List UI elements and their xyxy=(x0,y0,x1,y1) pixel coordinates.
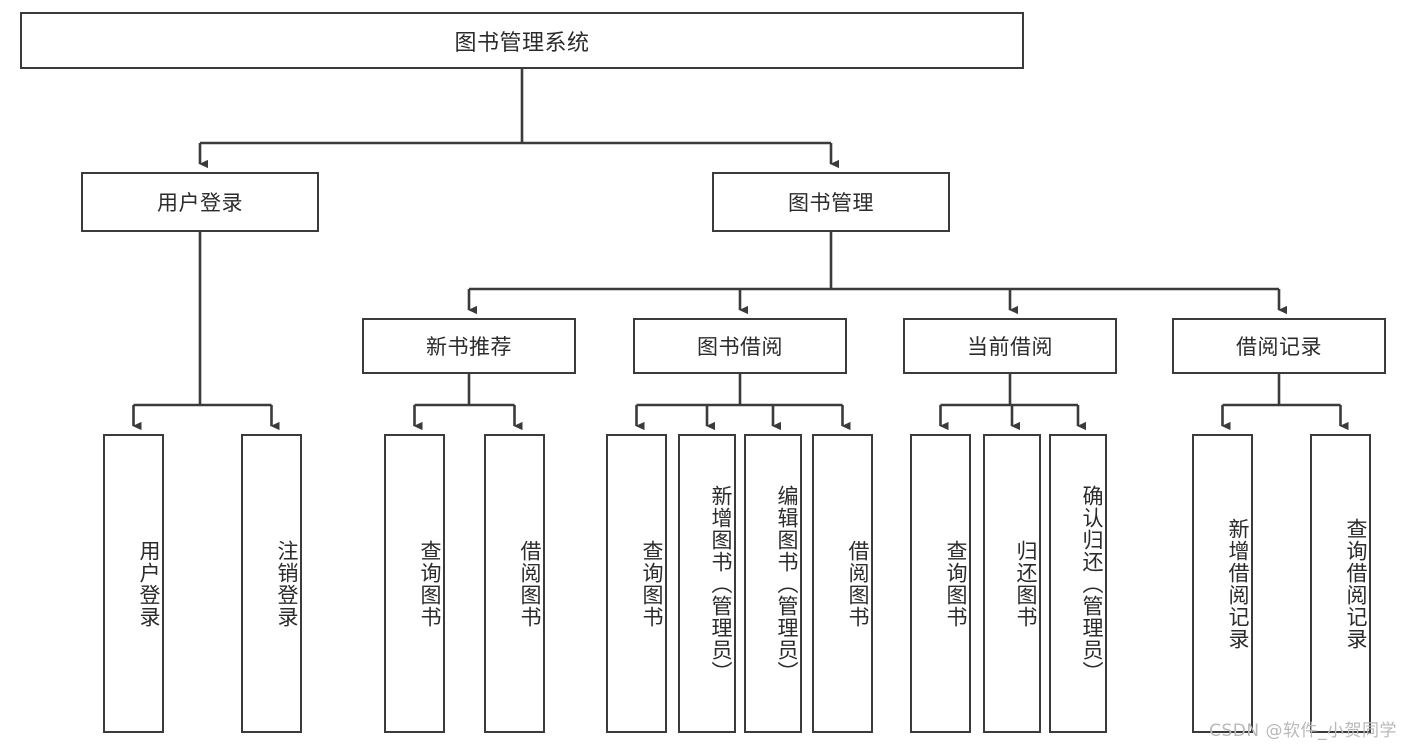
node-label: 注销登录 xyxy=(275,539,299,628)
node-root[interactable]: 图书管理系统 xyxy=(20,12,1024,69)
node-label: 借阅记录 xyxy=(1236,335,1322,359)
node-current[interactable]: 当前借阅 xyxy=(903,318,1117,374)
node-label: 当前借阅 xyxy=(967,335,1053,359)
node-label: 确认归还（管理员） xyxy=(1080,484,1104,683)
node-login[interactable]: 用户登录 xyxy=(81,172,319,232)
node-leaf-11[interactable]: 确认归还（管理员） xyxy=(1049,434,1107,733)
node-label: 编辑图书（管理员） xyxy=(775,484,799,683)
node-leaf-4[interactable]: 借阅图书 xyxy=(484,434,545,733)
node-leaf-5[interactable]: 查询图书 xyxy=(606,434,667,733)
node-leaf-6[interactable]: 新增图书（管理员） xyxy=(678,434,736,733)
node-label: 查询图书 xyxy=(640,539,664,628)
node-leaf-2[interactable]: 注销登录 xyxy=(241,434,302,733)
node-leaf-13[interactable]: 查询借阅记录 xyxy=(1310,434,1371,733)
node-label: 用户登录 xyxy=(137,539,161,628)
node-leaf-8[interactable]: 借阅图书 xyxy=(812,434,873,733)
watermark-text: CSDN @软件_小贺同学 xyxy=(1209,721,1397,741)
node-label: 图书管理系统 xyxy=(454,30,590,56)
node-label: 归还图书 xyxy=(1014,539,1038,628)
node-label: 借阅图书 xyxy=(846,539,870,628)
node-label: 新书推荐 xyxy=(426,335,512,359)
node-leaf-7[interactable]: 编辑图书（管理员） xyxy=(744,434,802,733)
node-label: 查询借阅记录 xyxy=(1344,517,1368,650)
node-label: 查询图书 xyxy=(944,539,968,628)
node-records[interactable]: 借阅记录 xyxy=(1172,318,1386,374)
node-newbook[interactable]: 新书推荐 xyxy=(362,318,576,374)
node-leaf-10[interactable]: 归还图书 xyxy=(983,434,1041,733)
node-borrow[interactable]: 图书借阅 xyxy=(633,318,847,374)
node-leaf-3[interactable]: 查询图书 xyxy=(384,434,445,733)
node-label: 图书借阅 xyxy=(697,335,783,359)
node-leaf-1[interactable]: 用户登录 xyxy=(103,434,164,733)
node-label: 借阅图书 xyxy=(518,539,542,628)
node-bookmgmt[interactable]: 图书管理 xyxy=(712,172,950,232)
node-label: 新增图书（管理员） xyxy=(709,484,733,683)
node-label: 新增借阅记录 xyxy=(1226,517,1250,650)
node-leaf-9[interactable]: 查询图书 xyxy=(910,434,971,733)
node-leaf-12[interactable]: 新增借阅记录 xyxy=(1192,434,1253,733)
node-label: 图书管理 xyxy=(788,191,874,215)
node-label: 用户登录 xyxy=(157,191,243,215)
node-label: 查询图书 xyxy=(418,539,442,628)
